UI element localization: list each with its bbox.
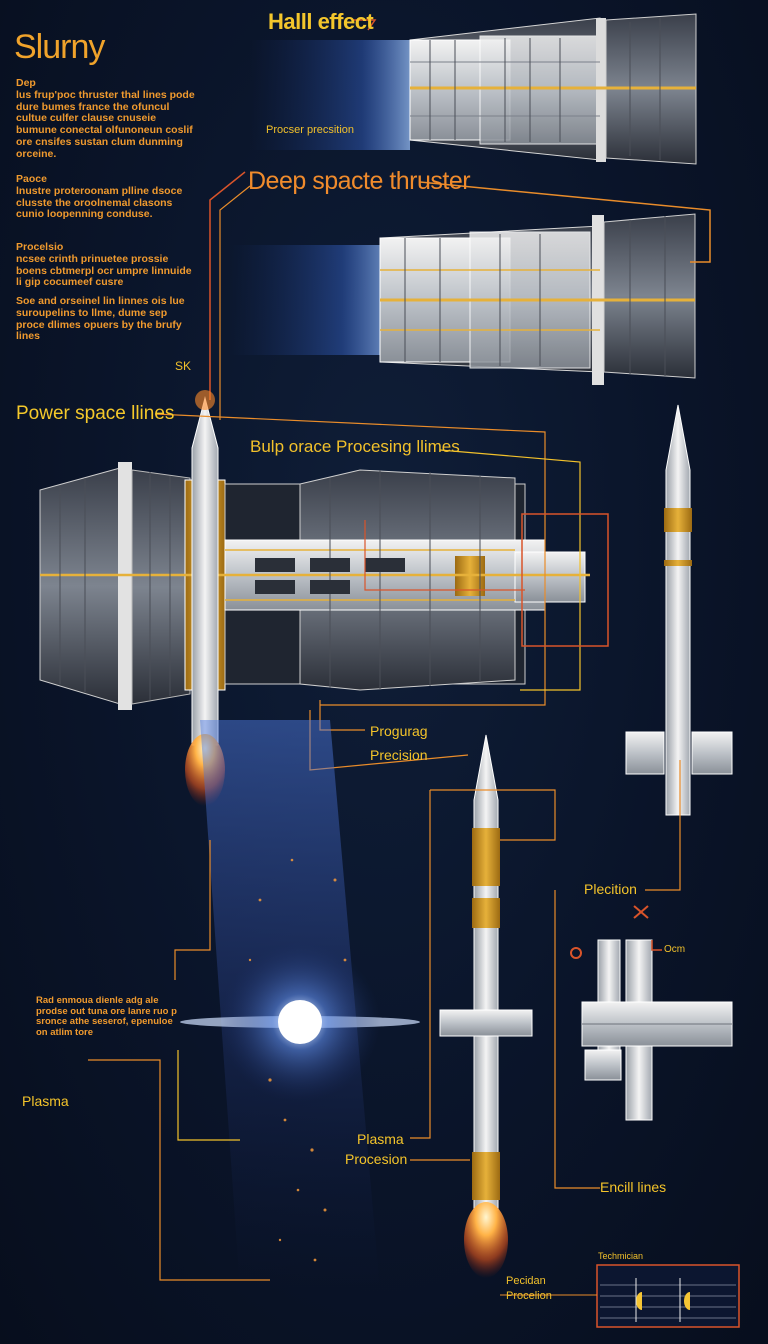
hall-effect-thruster-top bbox=[250, 13, 697, 165]
deep-space-thruster-top bbox=[230, 213, 696, 385]
leader-deep-space bbox=[209, 171, 246, 400]
paragraph-3-heading: Procelsio bbox=[16, 241, 64, 253]
leader-box-red bbox=[521, 513, 609, 647]
label-plasma-left: Plasma bbox=[22, 1093, 69, 1109]
satellite bbox=[581, 939, 733, 1121]
paragraph-4: Soe and orseinel lin linnes ois lue suro… bbox=[16, 295, 185, 343]
label-deep-space-thruster: Deep spacte thruster bbox=[248, 167, 471, 195]
right-rocket bbox=[625, 404, 733, 816]
center-rocket bbox=[439, 734, 533, 1278]
leader-plecition bbox=[645, 760, 681, 891]
leader-deep-space-2 bbox=[219, 185, 251, 420]
leader-deep-space-right bbox=[419, 181, 711, 263]
x-mark-icon bbox=[633, 905, 649, 919]
page-title: Slurny bbox=[14, 28, 105, 66]
leader-hall-effect bbox=[352, 19, 377, 31]
label-pecidan: Pecidan bbox=[506, 1275, 546, 1287]
label-technician: Techmician bbox=[598, 1251, 644, 1261]
leader-encill bbox=[554, 890, 600, 1189]
label-processor-precision: Procser precsition bbox=[266, 124, 355, 136]
label-processing-lines: Bulp orace Procesing llimes bbox=[250, 437, 460, 456]
paragraph-2-body: lnustre proteroonam plline dsoce clusste… bbox=[16, 184, 183, 221]
label-procesion: Procesion bbox=[345, 1151, 408, 1167]
leader-plasma-high bbox=[174, 840, 211, 980]
label-plasma-center: Plasma bbox=[357, 1131, 404, 1147]
main-thruster bbox=[39, 390, 590, 806]
leader-power-lines bbox=[154, 413, 546, 706]
leader-ocm bbox=[651, 940, 662, 951]
label-ocm: Ocm bbox=[664, 944, 686, 955]
target-icon bbox=[570, 947, 582, 959]
label-encill-lines: Encill lines bbox=[600, 1179, 667, 1195]
leader-center-rocket bbox=[430, 789, 556, 841]
label-hall-effect: Halll effect bbox=[268, 9, 374, 34]
leader-plasma-left bbox=[88, 1059, 270, 1281]
label-progurag: Progurag bbox=[370, 723, 428, 739]
label-sk: SK bbox=[175, 359, 192, 373]
leader-plasma-center bbox=[410, 790, 431, 1139]
oscilloscope-panel bbox=[596, 1264, 740, 1328]
paragraph-3: Procelsio ncsee crinth prinuetee prossie… bbox=[16, 241, 196, 289]
paragraph-5: Rad enmoua dienle adg ale prodse out tun… bbox=[36, 995, 177, 1038]
paragraph-2-heading: Paoce bbox=[16, 173, 47, 185]
leader-plasma-box bbox=[177, 1050, 240, 1141]
paragraph-1: Dep lus frup'poc thruster thal lines pod… bbox=[16, 77, 196, 160]
label-procelion: Procelion bbox=[506, 1290, 552, 1302]
paragraph-2: Paoce lnustre proteroonam plline dsoce c… bbox=[16, 173, 196, 221]
label-precision: Precision bbox=[370, 747, 428, 763]
label-plecition: Plecition bbox=[584, 881, 637, 897]
plasma-plume bbox=[180, 720, 420, 1290]
label-power-space-lines: Power space llines bbox=[16, 403, 175, 424]
leader-red-inner bbox=[364, 520, 525, 591]
paragraph-3-body: ncsee crinth prinuetee prossie boens cbt… bbox=[16, 252, 192, 289]
leader-processing bbox=[439, 449, 581, 691]
paragraph-1-heading: Dep bbox=[16, 77, 36, 89]
paragraph-1-body: lus frup'poc thruster thal lines pode du… bbox=[16, 88, 195, 160]
